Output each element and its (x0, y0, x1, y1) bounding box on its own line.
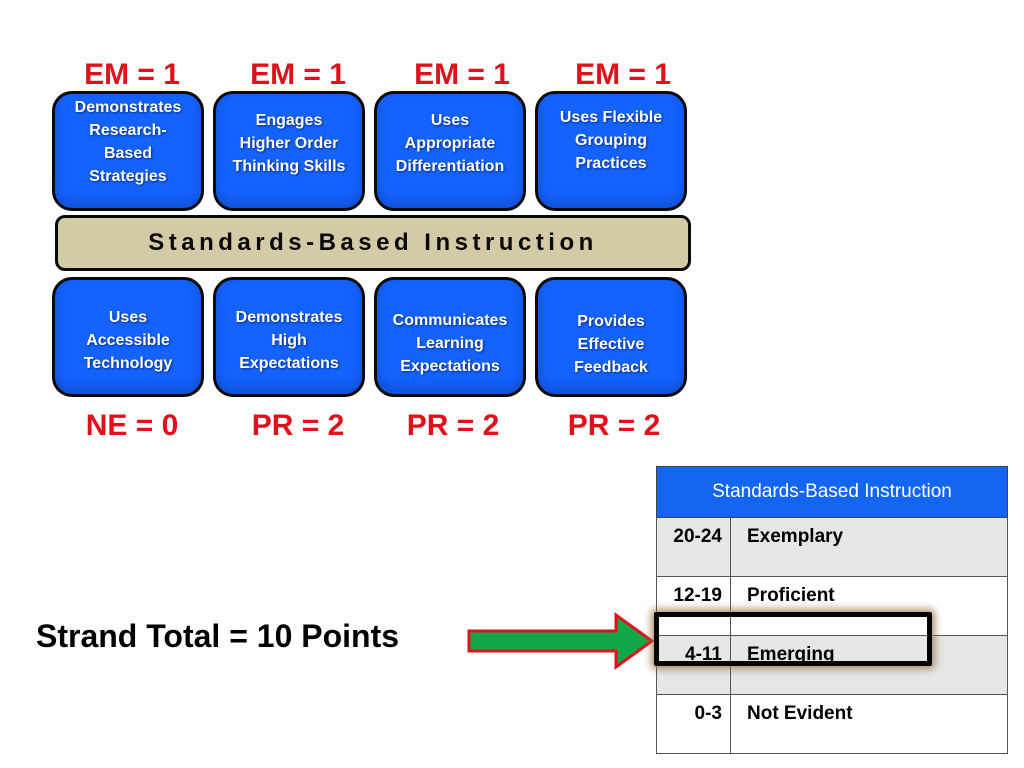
indicator-box-high-expectations: Demonstrates High Expectations (213, 277, 365, 397)
indicator-label: Provides Effective Feedback (574, 313, 648, 376)
standards-based-instruction-bar: Standards-Based Instruction (55, 215, 691, 271)
score-label-top-2: EM = 1 (250, 58, 346, 91)
indicator-box-effective-feedback: Provides Effective Feedback (535, 277, 687, 397)
table-row: 20-24 Exemplary (656, 517, 1008, 577)
indicator-label: Uses Appropriate Differentiation (395, 112, 505, 175)
indicator-box-appropriate-differentiation: Uses Appropriate Differentiation (374, 91, 526, 211)
indicator-box-flexible-grouping: Uses Flexible Grouping Practices (535, 91, 687, 211)
indicator-box-accessible-technology: Uses Accessible Technology (52, 277, 204, 397)
bar-title: Standards-Based Instruction (148, 229, 598, 256)
emerging-row-highlight (654, 612, 932, 666)
right-arrow-icon (467, 612, 655, 670)
table-row: 12-19 Proficient (656, 576, 1008, 636)
table-row: 0-3 Not Evident (656, 694, 1008, 754)
indicator-label: Communicates Learning Expectations (392, 312, 508, 375)
score-label-top-1: EM = 1 (84, 58, 180, 91)
table-header: Standards-Based Instruction (656, 466, 1008, 518)
score-label-bottom-1: NE = 0 (85, 409, 179, 442)
score-label-top-4: EM = 1 (575, 58, 671, 91)
score-label-bottom-4: PR = 2 (567, 409, 661, 442)
score-label-bottom-3: PR = 2 (406, 409, 500, 442)
score-range: 12-19 (656, 576, 731, 636)
strand-total-label: Strand Total = 10 Points (36, 618, 400, 654)
indicator-label: Engages Higher Order Thinking Skills (232, 112, 346, 175)
indicator-box-research-based-strategies: Demonstrates Research- Based Strategies (52, 91, 204, 211)
indicator-box-higher-order-thinking: Engages Higher Order Thinking Skills (213, 91, 365, 211)
scoring-scale-table: Standards-Based Instruction 20-24 Exempl… (656, 466, 1008, 754)
score-label-bottom-2: PR = 2 (251, 409, 345, 442)
indicator-label: Demonstrates Research- Based Strategies (74, 99, 182, 185)
rating-level: Exemplary (730, 517, 1008, 577)
rating-level: Not Evident (730, 694, 1008, 754)
score-range: 20-24 (656, 517, 731, 577)
indicator-box-learning-expectations: Communicates Learning Expectations (374, 277, 526, 397)
score-label-top-3: EM = 1 (414, 58, 510, 91)
indicator-label: Uses Accessible Technology (83, 309, 173, 372)
rating-level: Proficient (730, 576, 1008, 636)
indicator-label: Demonstrates High Expectations (235, 309, 343, 372)
score-range: 0-3 (656, 694, 731, 754)
indicator-label: Uses Flexible Grouping Practices (559, 109, 663, 172)
